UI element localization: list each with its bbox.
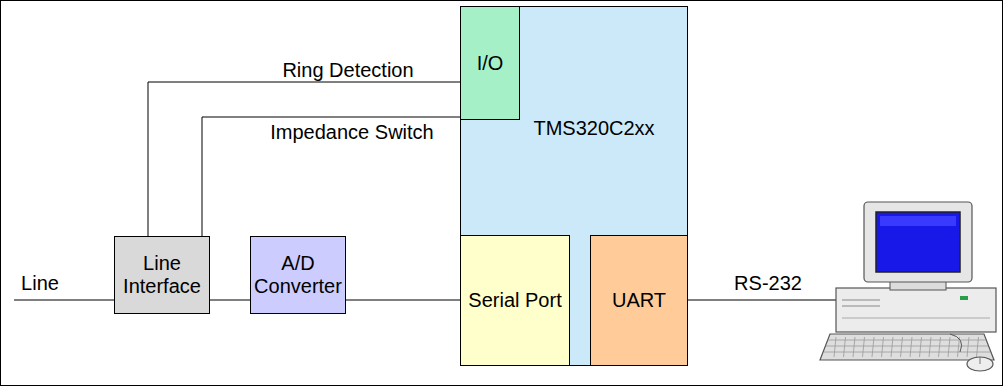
node-text: A/D Converter xyxy=(250,252,346,298)
computer-illustration xyxy=(820,202,996,371)
io-port-box: I/O xyxy=(460,6,520,120)
interface-label: RS-232 xyxy=(732,272,804,294)
converter-box: A/D Converter xyxy=(250,236,346,314)
line-wire xyxy=(14,300,114,301)
node-text: UART xyxy=(608,289,670,312)
node-text: I/O xyxy=(473,52,508,75)
rs232-wire xyxy=(688,300,836,301)
serial-port-box: Serial Port xyxy=(460,235,570,366)
signal-connector xyxy=(148,82,460,236)
node-text: TMS320C2xx xyxy=(529,117,658,140)
line-interface-box: Line Interface xyxy=(114,236,210,314)
signal-connector xyxy=(210,300,250,301)
signal-connector xyxy=(202,117,460,236)
node-text: Serial Port xyxy=(464,289,565,312)
dsp-chip-box: TMS320C2xx I/O Serial Port UART xyxy=(460,6,688,366)
signal-label: Impedance Switch xyxy=(268,121,435,143)
uart-box: UART xyxy=(590,235,688,366)
line-label: Line xyxy=(19,272,61,294)
node-text: Line Interface xyxy=(115,252,209,298)
signal-label: Ring Detection xyxy=(280,59,415,81)
signal-connector xyxy=(346,300,460,301)
